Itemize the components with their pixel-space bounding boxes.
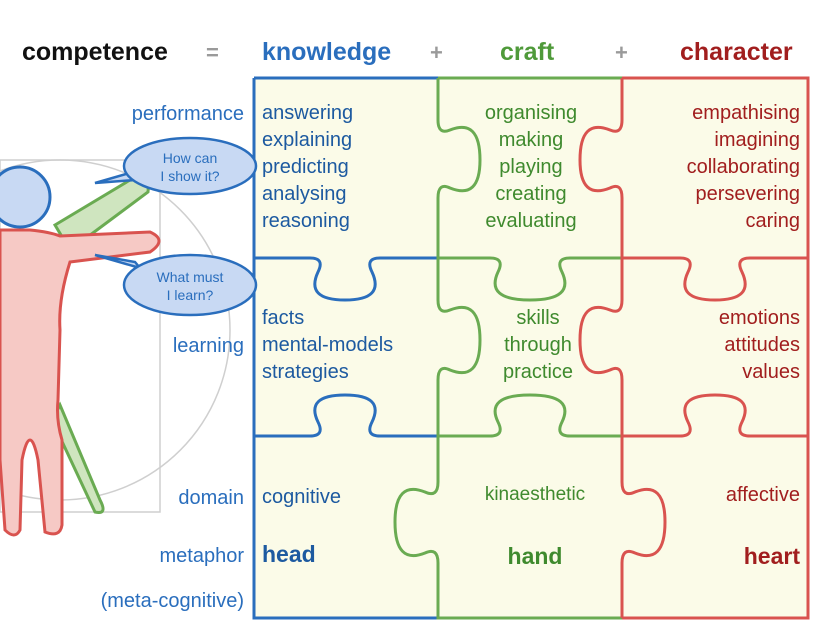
row-label-metaphor: metaphor bbox=[159, 545, 245, 567]
header-plus-1: + bbox=[430, 40, 443, 65]
knowledge-learning-item: mental-models bbox=[262, 334, 394, 356]
character-panel bbox=[622, 78, 808, 618]
craft-piece-edge-1 bbox=[438, 256, 622, 302]
character-left-edge-2 bbox=[578, 258, 624, 436]
bubble-show-line-1: How can bbox=[162, 150, 218, 166]
character-metaphor: heart bbox=[743, 543, 800, 569]
character-learning-item: emotions bbox=[718, 307, 800, 329]
row-label-learning: learning bbox=[172, 335, 244, 357]
header-knowledge: knowledge bbox=[262, 38, 392, 66]
knowledge-performance-item: answering bbox=[262, 102, 354, 124]
craft-learning-item: skills bbox=[516, 307, 560, 329]
knowledge-metaphor: head bbox=[262, 541, 316, 567]
craft-left-edge-3 bbox=[393, 436, 622, 620]
bubble-learn-tail bbox=[94, 253, 144, 271]
character-piece-edge-2 bbox=[622, 393, 808, 438]
character-performance-item: caring bbox=[745, 210, 800, 232]
character-performance-item: empathising bbox=[692, 102, 800, 124]
character-domain: affective bbox=[725, 484, 800, 506]
character-performance-item: persevering bbox=[695, 183, 800, 205]
bubble-learn-text: What must I learn? bbox=[124, 268, 256, 304]
craft-learning-item: practice bbox=[502, 361, 574, 383]
craft-metaphor: hand bbox=[507, 543, 563, 569]
character-learning-item: attitudes bbox=[724, 334, 800, 356]
bubble-learn-line-1: What must bbox=[156, 269, 224, 285]
character-left-edge-1 bbox=[578, 78, 624, 258]
bubble-learn bbox=[122, 253, 258, 317]
craft-performance-item: playing bbox=[499, 156, 563, 178]
craft-learning-item: through bbox=[504, 334, 572, 356]
character-piece-edge-1 bbox=[622, 256, 808, 302]
craft-piece-edge-2 bbox=[438, 393, 622, 438]
knowledge-performance-item: analysing bbox=[262, 183, 347, 205]
craft-learning-list: skills through practice bbox=[438, 305, 638, 386]
craft-performance-item: organising bbox=[484, 102, 578, 124]
character-learning-list: emotions attitudes values bbox=[719, 305, 800, 386]
craft-performance-item: creating bbox=[495, 183, 567, 205]
header-equals: = bbox=[206, 40, 219, 65]
bubble-show-line-2: I show it? bbox=[160, 168, 220, 184]
figure-square bbox=[0, 159, 161, 513]
bubble-show-text: How can I show it? bbox=[124, 149, 256, 185]
knowledge-performance-item: reasoning bbox=[262, 210, 350, 232]
knowledge-performance-list: answering explaining predicting analysin… bbox=[262, 100, 353, 235]
character-performance-item: collaborating bbox=[686, 156, 800, 178]
craft-performance-list: organising making playing creating evalu… bbox=[438, 100, 624, 235]
knowledge-panel bbox=[254, 78, 438, 618]
row-label-performance: performance bbox=[131, 103, 244, 125]
character-left-edge-3 bbox=[620, 436, 667, 618]
knowledge-learning-item: facts bbox=[262, 307, 305, 329]
figure-body-red bbox=[0, 228, 161, 537]
character-outer-edge bbox=[622, 76, 810, 620]
row-label-meta-cognitive: (meta-cognitive) bbox=[100, 590, 244, 612]
craft-domain: kinaesthetic bbox=[484, 484, 586, 505]
bubble-show bbox=[122, 136, 258, 196]
craft-left-edge-1 bbox=[436, 78, 482, 258]
knowledge-performance-item: explaining bbox=[262, 129, 353, 151]
figure-head-blue bbox=[0, 165, 52, 229]
knowledge-piece-edge-2 bbox=[254, 393, 438, 438]
character-performance-item: imagining bbox=[714, 129, 800, 151]
header-character: character bbox=[680, 38, 793, 66]
figure-leg-green bbox=[50, 401, 105, 514]
header-plus-2: + bbox=[615, 40, 628, 65]
knowledge-piece-edge-1 bbox=[254, 256, 438, 302]
header-competence: competence bbox=[22, 38, 168, 66]
character-performance-list: empathising imagining collaborating pers… bbox=[687, 100, 800, 235]
knowledge-learning-list: facts mental-models strategies bbox=[262, 305, 393, 386]
knowledge-learning-item: strategies bbox=[262, 361, 349, 383]
craft-performance-item: making bbox=[498, 129, 564, 151]
craft-left-edge-2 bbox=[436, 258, 482, 436]
knowledge-domain: cognitive bbox=[262, 486, 341, 508]
row-label-domain: domain bbox=[178, 487, 244, 509]
bubble-learn-line-2: I learn? bbox=[166, 287, 214, 303]
knowledge-performance-item: predicting bbox=[262, 156, 349, 178]
header-craft: craft bbox=[500, 38, 555, 66]
craft-performance-item: evaluating bbox=[485, 210, 577, 232]
craft-panel bbox=[438, 78, 622, 618]
character-learning-item: values bbox=[742, 361, 800, 383]
